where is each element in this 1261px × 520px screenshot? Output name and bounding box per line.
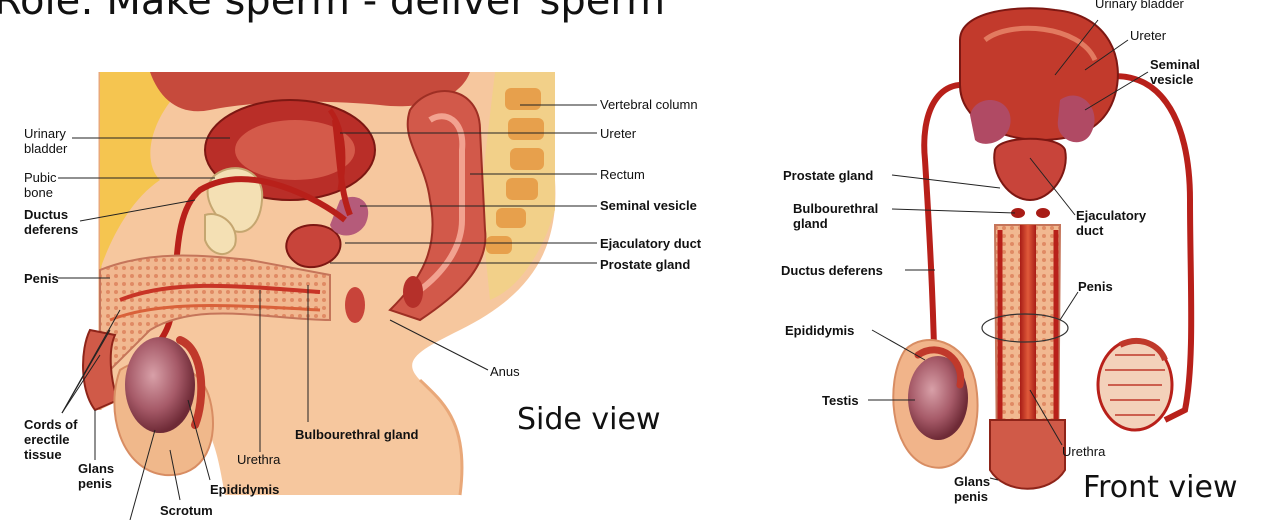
label-front-testis: Testis: [822, 393, 859, 408]
label-front-glans-penis: Glans penis: [954, 474, 991, 504]
label-front-bulbourethral-gland: Bulbourethral gland: [793, 201, 879, 231]
label-pubic-bone: Pubic bone: [24, 170, 57, 200]
side-fat-layer: [100, 72, 200, 270]
side-view-caption: Side view: [517, 402, 661, 437]
leader-lines: [58, 19, 1149, 520]
label-ejaculatory-duct: Ejaculatory duct: [600, 236, 702, 251]
label-front-penis: Penis: [1078, 279, 1113, 294]
leader-front-prostate-gland: [891, 174, 1001, 189]
front-bulbourethral-gland-left: [1011, 208, 1025, 218]
label-seminal-vesicle: Seminal vesicle: [600, 198, 697, 213]
leader-front-epididymis: [871, 329, 926, 361]
leader-epididymis: [187, 399, 211, 481]
leader-anus: [389, 319, 489, 371]
leader-scrotum: [169, 449, 181, 501]
label-ductus-deferens: Ductus deferens: [24, 207, 79, 237]
front-glans-penis: [989, 419, 1066, 490]
leader-front-bulbourethral-gland: [891, 208, 1016, 214]
label-ureter: Ureter: [600, 126, 637, 141]
leader-front-glans-penis: [989, 477, 999, 481]
label-anus: Anus: [490, 364, 520, 379]
leader-front-urinary-bladder: [1054, 19, 1099, 76]
front-testis: [908, 356, 968, 440]
label-bulbourethral-gland: Bulbourethral gland: [295, 427, 419, 442]
label-front-epididymis: Epididymis: [785, 323, 855, 338]
label-front-urethra: Urethra: [1062, 444, 1106, 459]
label-scrotum: Scrotum: [160, 503, 213, 518]
label-vertebral-column: Vertebral column: [600, 97, 698, 112]
leader-cords-2: [61, 329, 111, 414]
glans-penis: [82, 328, 120, 412]
epididymis-side: [176, 336, 206, 429]
ureter: [327, 108, 346, 191]
testis-side: [125, 337, 195, 433]
leader-testis-side: [129, 429, 156, 520]
front-ductus-deferens-right: [1089, 73, 1195, 423]
front-view-caption: Front view: [1083, 470, 1238, 505]
label-front-ejaculatory-duct: Ejaculatory duct: [1076, 208, 1147, 238]
front-epididymis: [914, 346, 965, 389]
intestines: [150, 72, 470, 112]
label-front-prostate-gland: Prostate gland: [783, 168, 874, 183]
label-urethra: Urethra: [237, 452, 281, 467]
label-cords-of-erectile-tissue: Cords of erectile tissue: [24, 417, 78, 462]
label-front-ureter: Ureter: [1130, 28, 1167, 43]
front-view-illustration: [892, 7, 1195, 490]
leader-front-ureter: [1084, 39, 1129, 71]
prostate-gland: [285, 223, 342, 269]
leader-front-penis: [1059, 291, 1079, 321]
front-seminal-vesicle-right: [1057, 95, 1095, 143]
front-penis-cross-section-ring: [981, 313, 1069, 343]
front-seminal-vesicle-left: [970, 100, 1011, 144]
slide-title: Role: Make sperm - deliver sperm: [0, 0, 666, 24]
label-front-urinary-bladder: Urinary bladder: [1095, 0, 1184, 11]
label-rectum: Rectum: [600, 167, 645, 182]
label-epididymis: Epididymis: [210, 482, 280, 497]
leader-front-urethra: [1029, 389, 1063, 446]
label-front-seminal-vesicle: Seminal vesicle: [1150, 57, 1200, 87]
front-bulbourethral-gland-right: [1036, 208, 1050, 218]
label-glans-penis: Glans penis: [78, 461, 115, 491]
leader-front-ejaculatory-duct: [1029, 157, 1076, 216]
seminal-vesicle: [330, 196, 369, 236]
leader-ductus-deferens: [79, 199, 196, 222]
front-prostate-gland: [993, 137, 1067, 202]
leader-front-seminal-vesicle: [1084, 71, 1149, 111]
label-urinary-bladder: Urinary bladder: [24, 126, 68, 156]
label-penis: Penis: [24, 271, 59, 286]
label-prostate-gland: Prostate gland: [600, 257, 691, 272]
label-front-ductus-deferens: Ductus deferens: [781, 263, 883, 278]
anus: [403, 276, 423, 308]
leader-cords-3: [61, 354, 101, 414]
